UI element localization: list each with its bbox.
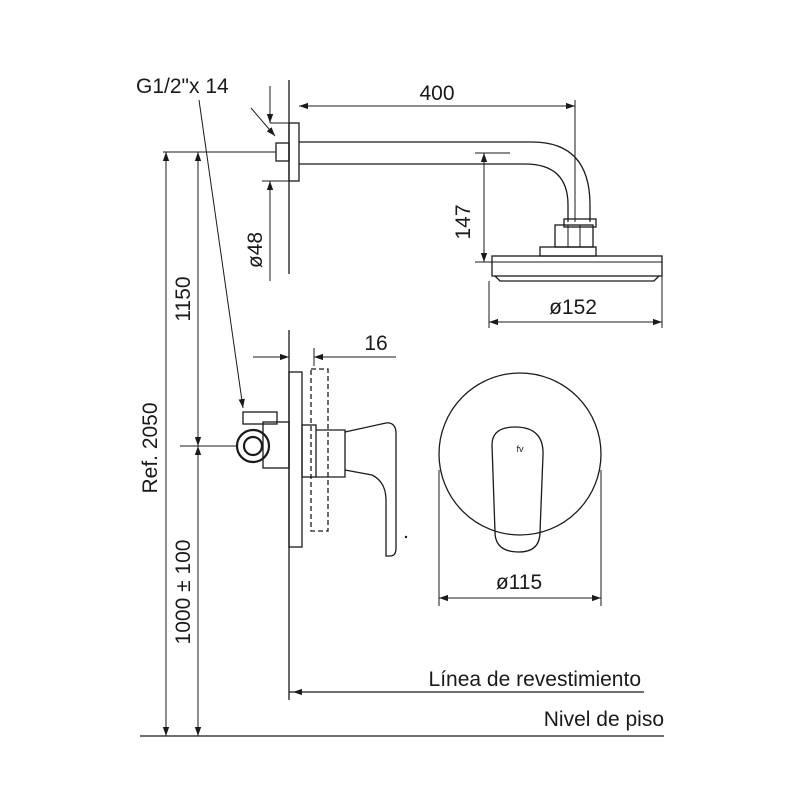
valve-outlet: [235, 411, 290, 469]
svg-text:G1/2"x 14: G1/2"x 14: [136, 75, 229, 98]
cladding-line-label: Línea de revestimiento: [429, 668, 641, 691]
svg-text:Ref. 2050: Ref. 2050: [139, 402, 162, 493]
dim-flange-diameter: ø48: [244, 86, 289, 281]
svg-text:400: 400: [419, 82, 454, 105]
svg-text:147: 147: [452, 204, 475, 239]
dim-verticals: Ref. 2050 1150 1000 ± 100: [139, 151, 276, 736]
dim-arm-drop: 147: [452, 152, 510, 263]
svg-text:1000 ± 100: 1000 ± 100: [172, 540, 195, 645]
dim-head-diameter: ø152: [488, 276, 663, 328]
shower-arm: [299, 141, 591, 222]
svg-text:ø115: ø115: [496, 571, 542, 594]
svg-text:ø152: ø152: [549, 296, 597, 319]
shower-head: [491, 218, 663, 282]
wall-flange: [275, 122, 300, 182]
floor-level-label: Nivel de piso: [544, 708, 664, 731]
valve-handle: [491, 426, 544, 553]
svg-text:ø48: ø48: [244, 232, 267, 268]
dim-arm-length: 400: [299, 82, 576, 222]
svg-text:1150: 1150: [172, 276, 195, 321]
svg-text:16: 16: [364, 332, 387, 355]
thread-callout: G1/2"x 14: [136, 75, 276, 409]
dim-plate-diameter: ø115: [438, 470, 602, 606]
valve-side-view: [288, 368, 408, 557]
brand-logo: fv: [516, 444, 524, 454]
dim-wall-offset: 16: [253, 332, 396, 366]
valve-plate-front: fv: [438, 372, 602, 553]
